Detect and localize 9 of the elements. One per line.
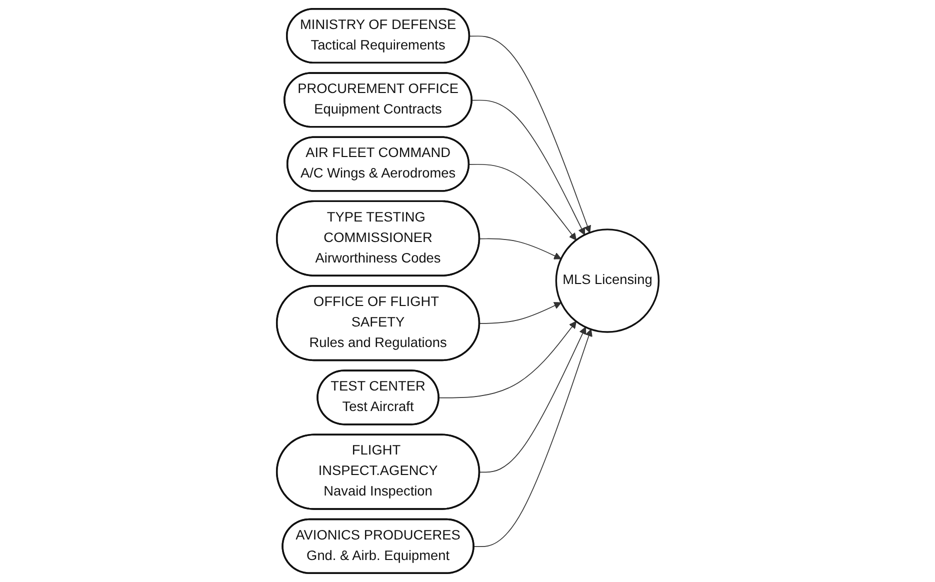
arrow: [478, 326, 586, 473]
arrow: [468, 164, 576, 240]
arrow: [471, 100, 585, 236]
arrow: [438, 321, 576, 398]
arrow: [478, 238, 562, 260]
arrow: [473, 328, 592, 548]
arrow: [478, 302, 562, 324]
node-circle: MLS Licensing: [555, 228, 660, 333]
arrow: [468, 36, 591, 233]
